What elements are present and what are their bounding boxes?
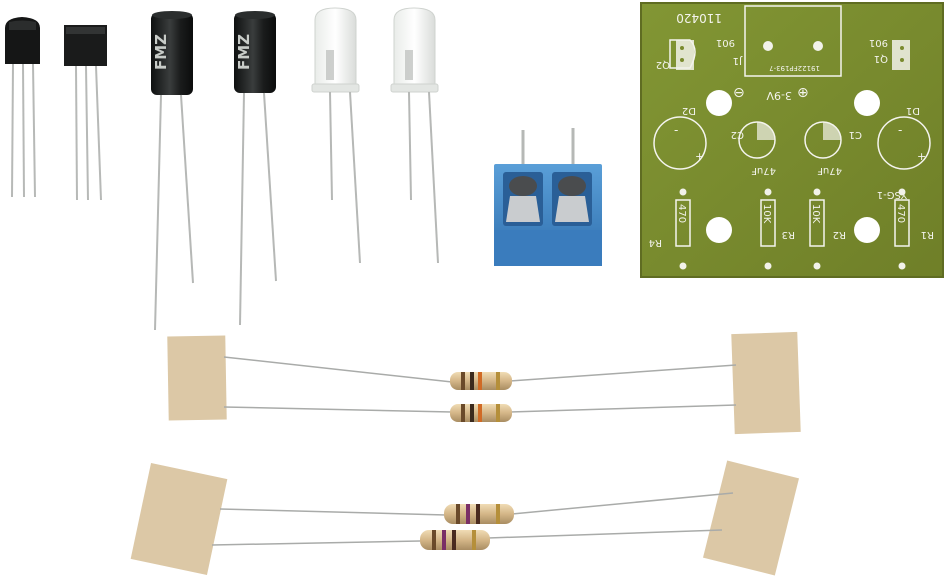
resistor-1 xyxy=(450,372,512,390)
board-name: YSG-1 xyxy=(877,189,908,200)
resistor-strip-bottom xyxy=(130,460,799,576)
c1-label: C1 xyxy=(849,129,862,140)
capacitor-right: FMZ xyxy=(234,11,277,326)
voltage-label: 3-9V xyxy=(766,89,792,102)
r1-label: R1 xyxy=(921,229,934,240)
r2-value: 10K xyxy=(810,204,821,224)
q2-part: 901 xyxy=(716,37,735,48)
resistor-4 xyxy=(420,530,490,550)
d1-label: D1 xyxy=(906,105,920,116)
c1-value: 47uF xyxy=(817,165,842,176)
plus-symbol: ⊕ xyxy=(797,85,809,101)
svg-text:-: - xyxy=(674,123,678,137)
q2-label: Q2 xyxy=(656,59,670,70)
r3-label: R3 xyxy=(782,229,795,240)
j1-label: J1 xyxy=(733,55,743,66)
r2-label: R2 xyxy=(833,229,846,240)
capacitor-right-brand: FMZ xyxy=(235,34,253,70)
r1-footprint: 470 R1 xyxy=(894,188,934,270)
q1-label: Q1 xyxy=(874,53,888,64)
r4-footprint: 470 R4 xyxy=(649,188,691,270)
svg-text:+: + xyxy=(695,150,704,163)
transistor-right xyxy=(64,25,107,201)
r4-value: 470 xyxy=(676,204,687,223)
d2-label: D2 xyxy=(682,105,696,116)
c2-value: 47uF xyxy=(751,165,776,176)
resistor-2 xyxy=(450,404,512,422)
chip-code: 19122FP193-7 xyxy=(769,64,820,72)
svg-text:-: - xyxy=(898,123,902,137)
resistor-3 xyxy=(444,504,514,524)
r3-footprint: 10K R3 xyxy=(760,188,795,270)
r3-value: 10K xyxy=(761,204,772,224)
screw-terminal xyxy=(494,128,602,266)
r2-footprint: 10K R2 xyxy=(809,188,846,270)
pcb-code: 110420 xyxy=(676,11,722,25)
led-right xyxy=(390,7,439,264)
c2-label: C2 xyxy=(731,129,744,140)
capacitor-left-brand: FMZ xyxy=(152,34,170,70)
q1-part: 901 xyxy=(869,37,888,48)
svg-text:+: + xyxy=(917,150,926,163)
minus-symbol: ⊖ xyxy=(733,85,745,101)
r4-label: R4 xyxy=(649,237,662,248)
transistor-left xyxy=(5,17,40,198)
capacitor-left: FMZ xyxy=(151,11,194,331)
resistor-strip-top xyxy=(167,331,801,435)
led-left xyxy=(311,7,361,264)
pcb-board: 110420 19122FP193-7 J1 Q2 901 Q1 901 3-9… xyxy=(640,2,944,278)
r1-value: 470 xyxy=(895,204,906,223)
